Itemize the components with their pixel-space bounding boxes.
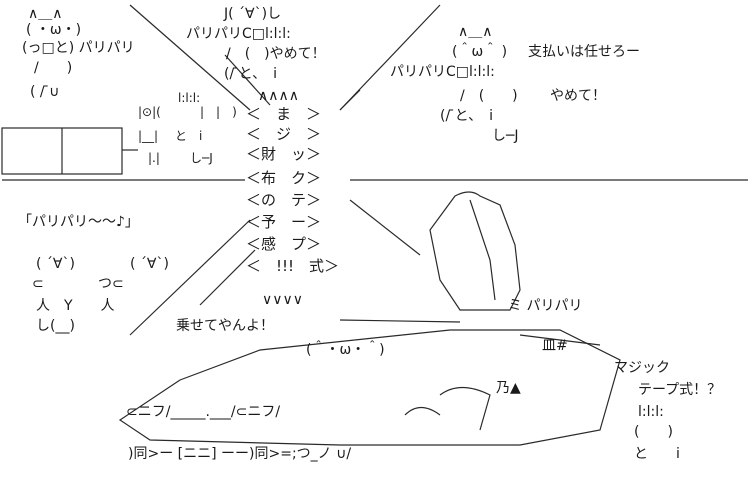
tr-cry: やめて！ [550,88,606,104]
radial-row-0: ＜ ま ＞ [246,105,322,123]
rf-ears: l:l:l: [638,404,664,420]
tl-sound: (っ□と) パリパリ [22,40,135,56]
ml-speech: 「パリパリ〜〜♪」 [18,214,139,230]
ray-6 [199,249,256,306]
machine-bottom-row: )同>ー [ニニ] ーー)同>=;つ_ノ ∪/ [128,446,352,462]
rf-body: ( ) [634,424,673,440]
sf-hand: と i [175,129,203,143]
machine-bottom-left: ⊂ニフ/_____.___/⊂ニフ/ [126,404,281,420]
radial-row-3: ＜布 ク＞ [246,169,322,187]
radial-row-4: ＜の テ＞ [246,191,322,209]
ml-face1: ( ´∀`) [36,256,75,272]
sf-feet: し─J [190,151,213,165]
sf-face: | | ) [200,105,237,119]
machine-arc-2 [404,406,441,416]
rf-cry: マジック [614,360,670,376]
tr-ears: ∧＿∧ [458,24,493,40]
rf-feet: と i [634,446,680,462]
tc-line1: パリパリC□l:l:l: [186,26,291,42]
sf-ears: l:l:l: [178,91,201,105]
tr-body2: (/ ̄と、 i [440,108,493,124]
ray-7 [349,199,421,256]
tr-face: (＾ω＾ ) [452,44,508,60]
ml-bottom: し(__) [36,318,75,334]
rf-cry2: テープ式！？ [638,382,722,398]
sf-box3: |.| [148,151,160,165]
tc-face: J( ´∀`)し [224,6,282,22]
ml-hands1: ⊂ [32,276,44,292]
machine-top-edge [339,319,461,323]
machine-sound: ミ パリパリ [508,298,583,314]
ray-4 [339,89,361,111]
machine-items: 皿# [542,338,568,354]
tr-body: / ( ) [460,88,518,104]
tl-body2: ( / ̄∪ [30,84,60,100]
ml-feet: 人 Y 人 [36,298,115,314]
machine-base [118,329,621,446]
machine-brand: 乃▲ [496,380,521,396]
machine-item-line [519,334,601,346]
ray-1 [129,4,251,111]
machine-lid [429,191,521,311]
radial-row-7: ＜ !!! 式＞ [246,257,340,275]
ride-face: (＾・ω・＾) [306,342,385,358]
radial-row-1: ＜ ジ ＞ [246,125,322,143]
ml-hands2: つ⊂ [98,276,124,292]
tl-ears: ∧＿∧ [28,6,63,22]
tl-body1: / ) [34,60,73,76]
radial-row-5: ＜予 ー＞ [246,213,322,231]
ray-2 [224,54,271,106]
radial-bottom: ∨∨∨∨ [262,292,303,308]
ml-face2: ( ´∀`) [130,256,169,272]
radial-row-2: ＜財 ッ＞ [246,145,322,163]
radial-top: ∧∧∧∧ [258,88,299,104]
sf-box2: |__| [138,129,159,143]
tr-speech: 支払いは任せろー [528,44,640,60]
tr-sound: パリパリC□l:l:l: [390,64,495,80]
ride-cry: 乗せてやんよ！ [176,318,274,334]
tc-line3: (/ ̄と、 i [224,66,277,82]
ray-5 [129,219,251,336]
tl-face: ( ・ω・) [26,22,82,38]
machine-wheel-arc [439,386,491,431]
machine-lid-inner [469,199,496,301]
radial-row-6: ＜感 プ＞ [246,235,322,253]
sf-box1: |⊙|( [138,105,161,119]
tr-feet: し─J [492,128,519,144]
tc-line2: / ( )やめて！ [226,46,326,62]
